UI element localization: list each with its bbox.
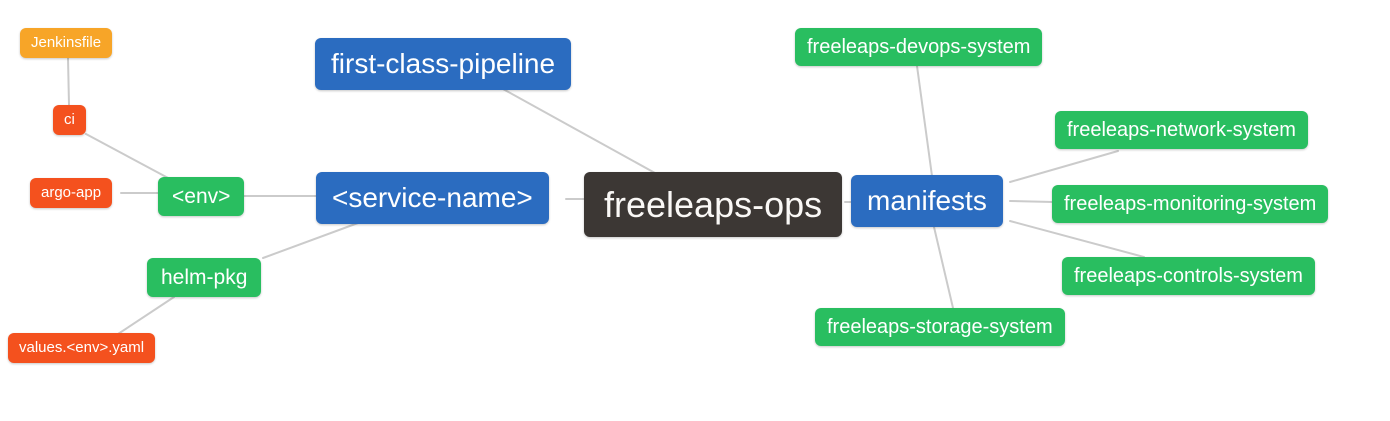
node-service-name[interactable]: <service-name> — [316, 172, 549, 224]
edge-manifests-devops — [916, 65, 933, 177]
edge-jenkinsfile-ci — [67, 57, 70, 106]
node-root-freeleaps-ops[interactable]: freeleaps-ops — [584, 172, 843, 238]
node-argo-app[interactable]: argo-app — [30, 178, 113, 208]
node-freeleaps-controls-system[interactable]: freeleaps-controls-system — [1062, 257, 1315, 295]
edge-manifests-storage — [933, 226, 954, 309]
node-env[interactable]: <env> — [158, 177, 245, 217]
edge-service-name-helm-pkg — [262, 222, 359, 259]
edge-manifests-network — [1009, 150, 1119, 183]
edge-ci-env — [85, 133, 171, 180]
node-freeleaps-network-system[interactable]: freeleaps-network-system — [1055, 111, 1308, 149]
edge-manifests-monitoring — [1009, 200, 1054, 203]
edge-helm-pkg-values-yaml — [117, 296, 175, 335]
node-manifests[interactable]: manifests — [851, 175, 1003, 227]
node-freeleaps-storage-system[interactable]: freeleaps-storage-system — [815, 308, 1065, 346]
node-values-env-yaml[interactable]: values.<env>.yaml — [8, 333, 156, 363]
edge-manifests-controls — [1009, 220, 1145, 258]
node-jenkinsfile[interactable]: Jenkinsfile — [20, 28, 113, 58]
node-ci[interactable]: ci — [53, 105, 86, 135]
edge-pipeline-root — [502, 88, 656, 174]
node-helm-pkg[interactable]: helm-pkg — [147, 258, 262, 298]
node-freeleaps-monitoring-system[interactable]: freeleaps-monitoring-system — [1052, 185, 1329, 223]
node-freeleaps-devops-system[interactable]: freeleaps-devops-system — [795, 28, 1043, 66]
node-first-class-pipeline[interactable]: first-class-pipeline — [315, 38, 572, 90]
